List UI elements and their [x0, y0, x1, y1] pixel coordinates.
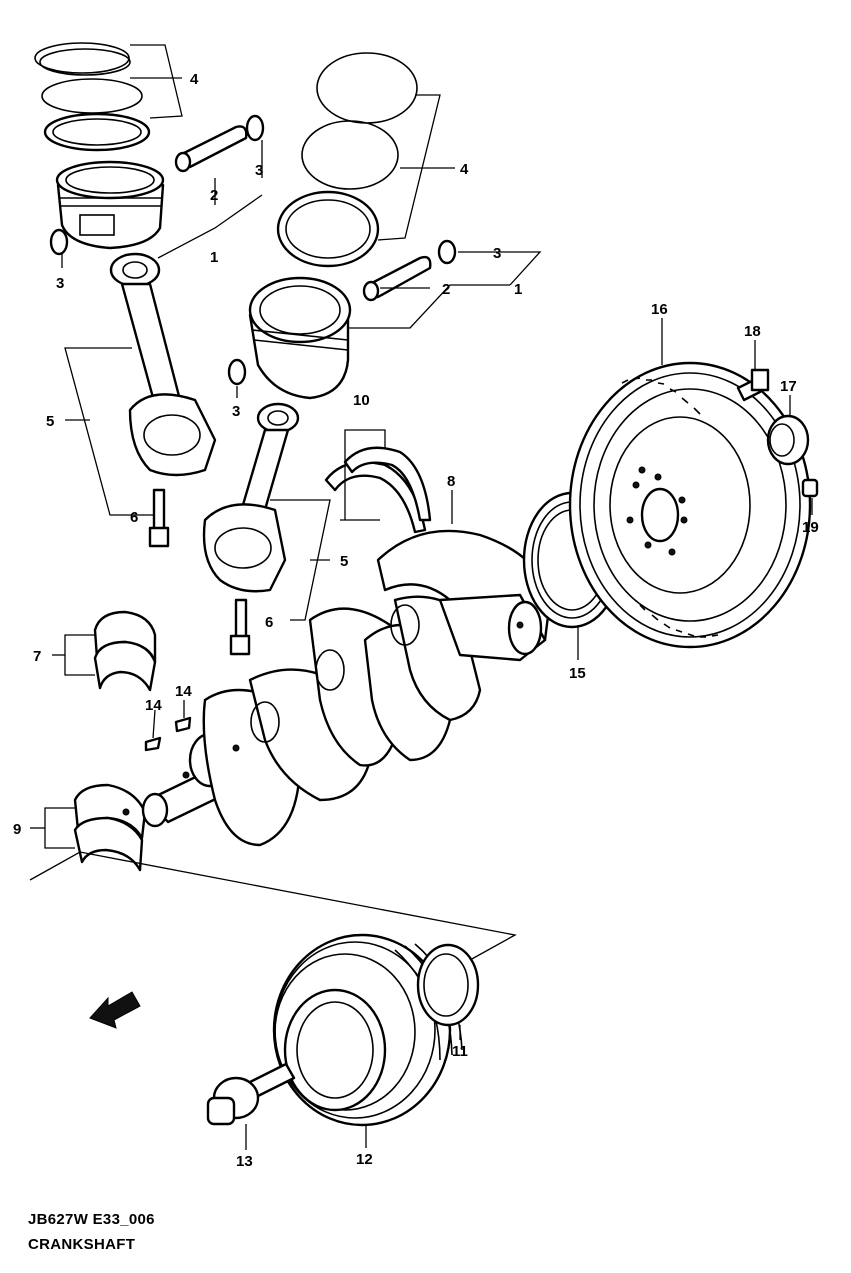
callout-17: 17	[780, 378, 797, 395]
crankshaft-pulley	[272, 933, 463, 1127]
callout-labels: 1 1 2 2 3 3 3 3 4 4 5 5 6 6 7 8 9 10 11 …	[13, 71, 819, 1170]
piston-rings-left	[34, 42, 151, 152]
callout-18: 18	[744, 323, 761, 340]
callout-15: 15	[569, 665, 586, 682]
main-bearing-upper	[93, 610, 157, 692]
piston-pin-left	[174, 125, 248, 173]
front-oil-seal	[416, 943, 480, 1027]
callout-16: 16	[651, 301, 668, 318]
dowel-pin	[801, 478, 819, 498]
callout-12: 12	[356, 1151, 373, 1168]
callout-3-right-lower: 3	[232, 403, 240, 420]
pilot-bearing	[766, 414, 810, 466]
callout-4-right: 4	[460, 161, 469, 178]
diagram-code: JB627W E33_006	[28, 1211, 155, 1228]
snap-ring-left-lower	[49, 228, 69, 256]
callout-13: 13	[236, 1153, 253, 1170]
callout-11: 11	[452, 1043, 468, 1060]
ring-gear-teeth	[621, 377, 719, 638]
callout-14-left: 14	[145, 697, 162, 714]
piston-right	[248, 276, 352, 400]
callout-3-left-upper: 3	[255, 162, 263, 179]
connecting-rod-left	[109, 252, 217, 477]
snap-ring-left-upper	[245, 114, 265, 142]
flywheel-bolt-holes	[626, 466, 688, 556]
callout-8: 8	[447, 473, 455, 490]
rod-bolt-left	[148, 488, 170, 548]
callout-5-left: 5	[46, 413, 54, 430]
snap-ring-right-lower	[227, 358, 247, 386]
woodruff-key-2	[174, 716, 192, 733]
piston-pin-right	[362, 255, 432, 302]
piston-rings-right	[276, 52, 418, 268]
flywheel-bolt	[736, 368, 770, 402]
callout-3-left-lower: 3	[56, 275, 64, 292]
forward-direction-arrow-icon	[89, 991, 141, 1029]
callout-6-right: 6	[265, 614, 273, 631]
piston-left	[55, 160, 165, 250]
crankshaft	[141, 529, 552, 847]
callout-1-right: 1	[514, 281, 522, 298]
pulley-bolt	[206, 1062, 296, 1126]
callout-2-right: 2	[442, 281, 450, 298]
thrust-bearings	[324, 446, 432, 534]
main-bearing-lower	[73, 783, 147, 872]
connecting-rod-right	[202, 402, 300, 593]
callout-7: 7	[33, 648, 41, 665]
callout-2-left: 2	[210, 187, 218, 204]
flywheel	[568, 361, 812, 649]
callout-5-right: 5	[340, 553, 348, 570]
callout-9: 9	[13, 821, 21, 838]
woodruff-key-1	[144, 736, 162, 752]
callout-4-left: 4	[190, 71, 199, 88]
rod-bolt-right	[229, 598, 251, 656]
snap-ring-right-upper	[437, 239, 457, 265]
callout-19: 19	[802, 519, 819, 536]
diagram-title: CRANKSHAFT	[28, 1236, 136, 1253]
leader-lines	[29, 44, 813, 1150]
callout-6-left: 6	[130, 509, 138, 526]
callout-14-right: 14	[175, 683, 192, 700]
callout-10: 10	[353, 392, 370, 409]
callout-1-left: 1	[210, 249, 218, 266]
callout-3-right-upper: 3	[493, 245, 501, 262]
